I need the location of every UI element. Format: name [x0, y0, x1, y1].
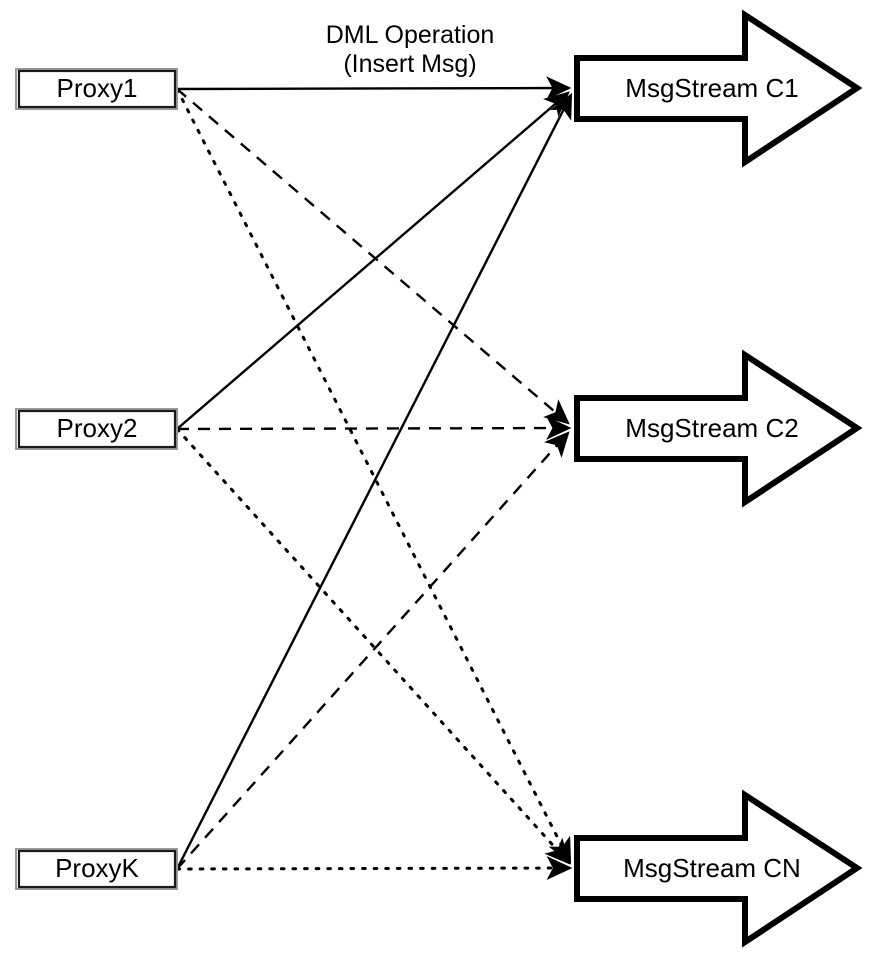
msgstream-c1-label: MsgStream C1	[625, 73, 798, 103]
msgstream-c2-label: MsgStream C2	[625, 413, 798, 443]
proxy2-label: Proxy2	[57, 413, 138, 443]
msgstream-c2-arrow-shape	[574, 349, 863, 508]
msgstream-node-c1[interactable]: MsgStream C1	[574, 9, 863, 168]
proxy-node-proxyk[interactable]: ProxyK	[15, 848, 178, 890]
msgstream-node-cn[interactable]: MsgStream CN	[574, 789, 863, 948]
msgstream-cn-arrow-shape	[574, 789, 863, 948]
edge-caption: DML Operation (Insert Msg)	[326, 21, 495, 78]
proxyk-label: ProxyK	[55, 853, 139, 883]
proxyk-box	[17, 849, 177, 889]
link-proxy2-msgstream-c2[interactable]	[176, 416, 572, 440]
proxy-node-proxy2[interactable]: Proxy2	[15, 408, 178, 450]
link-proxy1-msgstream-cn[interactable]	[175, 87, 572, 865]
msgstream-cn-label: MsgStream CN	[623, 853, 801, 883]
link-proxy2-msgstream-c1[interactable]	[176, 91, 570, 430]
edge-caption-line1: DML Operation	[326, 21, 495, 49]
link-proxy1-msgstream-c1[interactable]	[176, 76, 572, 100]
link-proxy1-msgstream-c2[interactable]	[176, 88, 570, 425]
edge-caption-line2: (Insert Msg)	[343, 50, 476, 78]
proxy1-label: Proxy1	[57, 73, 138, 103]
msgstream-c1-arrow-shape	[574, 9, 863, 168]
link-proxyk-msgstream-c1[interactable]	[175, 92, 573, 870]
msgstream-node-c2[interactable]: MsgStream C2	[574, 349, 863, 508]
proxy2-box	[17, 409, 177, 449]
link-proxyk-msgstream-cn[interactable]	[175, 856, 573, 881]
proxy-node-proxy1[interactable]: Proxy1	[15, 68, 178, 110]
proxy1-box	[17, 69, 177, 109]
edge-layer	[175, 76, 573, 881]
link-proxyk-msgstream-c2[interactable]	[176, 431, 570, 870]
link-proxy2-msgstream-cn[interactable]	[175, 427, 571, 865]
